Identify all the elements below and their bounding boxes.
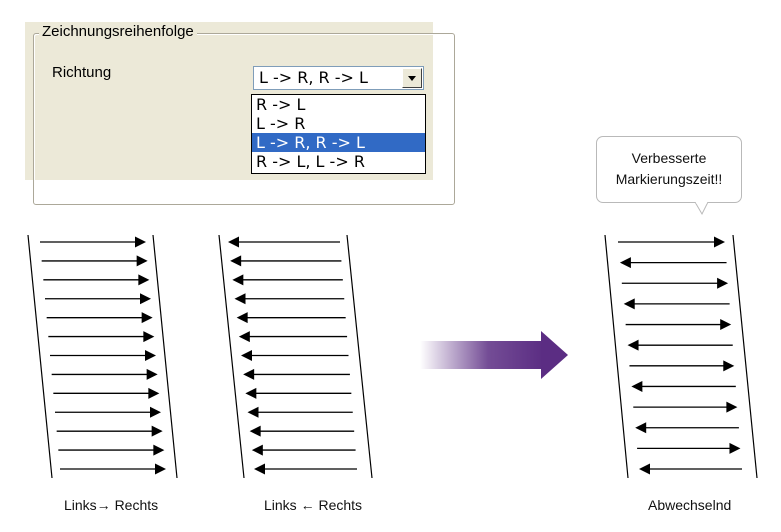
scan-arrow	[251, 444, 356, 456]
scan-arrow	[228, 236, 340, 248]
callout-tail	[694, 202, 709, 216]
scan-arrow	[48, 331, 155, 343]
drawing-order-groupbox	[33, 33, 455, 205]
scan-arrow	[45, 293, 151, 305]
scan-arrow	[635, 422, 739, 434]
direction-select[interactable]: L -> R, R -> L	[253, 66, 424, 90]
option-alternating-rl[interactable]: R -> L, L -> R	[256, 152, 365, 171]
scan-arrow	[236, 312, 346, 324]
option-l-to-r[interactable]: L -> R	[256, 114, 306, 133]
scan-arrow	[230, 255, 342, 267]
direction-options-list: R -> L L -> R L -> R, R -> L R -> L, L -…	[251, 94, 426, 174]
direction-label: Richtung	[52, 64, 112, 81]
scan-arrow	[245, 387, 352, 399]
scan-arrow	[53, 387, 160, 399]
scan-arrow	[55, 406, 161, 418]
boundary-line-left	[604, 234, 629, 479]
scan-arrow	[60, 463, 166, 475]
scan-arrow	[40, 236, 146, 248]
direction-select-value: L -> R, R -> L	[259, 68, 368, 87]
scan-arrow	[247, 406, 353, 418]
scan-arrow	[639, 463, 742, 475]
scan-arrow	[627, 339, 733, 351]
scan-arrow	[46, 312, 153, 324]
scan-arrow	[631, 380, 736, 392]
group-title: Zeichnungsreihenfolge	[39, 22, 197, 42]
chevron-down-icon	[408, 76, 416, 81]
arrow-right-icon	[420, 331, 568, 379]
scan-arrow	[637, 442, 741, 454]
scan-arrow	[234, 293, 345, 305]
boundary-line-right	[732, 234, 758, 479]
boundary-line-right	[346, 234, 373, 479]
scan-arrow	[618, 236, 725, 248]
caption-left-to-right: Links→ Rechts	[64, 497, 159, 513]
caption-alternating: Abwechselnd	[648, 497, 732, 513]
scan-arrow	[625, 319, 732, 331]
scan-arrow	[249, 425, 355, 437]
callout-line-2: Markierungszeit!!	[615, 171, 723, 187]
scan-arrow	[623, 298, 730, 310]
scan-arrow	[50, 350, 156, 361]
scan-arrow	[58, 444, 165, 456]
scan-arrow	[621, 277, 729, 289]
dialog-panel: Zeichnungsreihenfolge Richtung L -> R, R…	[25, 22, 455, 205]
scan-arrow	[41, 255, 148, 267]
scan-arrow	[243, 368, 350, 380]
scan-arrow	[43, 274, 150, 286]
callout-bubble: Verbesserte Markierungszeit!!	[596, 136, 742, 203]
scan-arrow	[51, 368, 158, 380]
diagram-alternating	[604, 234, 758, 479]
boundary-line-right	[152, 234, 178, 479]
option-r-to-l[interactable]: R -> L	[256, 95, 306, 114]
dropdown-button[interactable]	[402, 68, 422, 88]
boundary-line-left	[27, 234, 53, 479]
scan-arrow	[619, 257, 727, 269]
scan-arrow	[232, 274, 343, 286]
scan-arrow	[633, 401, 738, 413]
scan-arrow	[629, 360, 735, 372]
boundary-line-left	[218, 234, 245, 479]
scan-arrow	[56, 425, 163, 437]
option-alternating-lr[interactable]: L -> R, R -> L	[252, 133, 425, 152]
scan-arrow	[254, 463, 357, 475]
scan-arrow	[241, 350, 349, 361]
diagram-right-to-left	[218, 234, 373, 479]
diagram-left-to-right	[27, 234, 178, 479]
scan-arrow	[238, 331, 348, 343]
callout-line-1: Verbesserte	[631, 150, 707, 166]
caption-right-to-left: Links ← Rechts	[264, 497, 363, 513]
